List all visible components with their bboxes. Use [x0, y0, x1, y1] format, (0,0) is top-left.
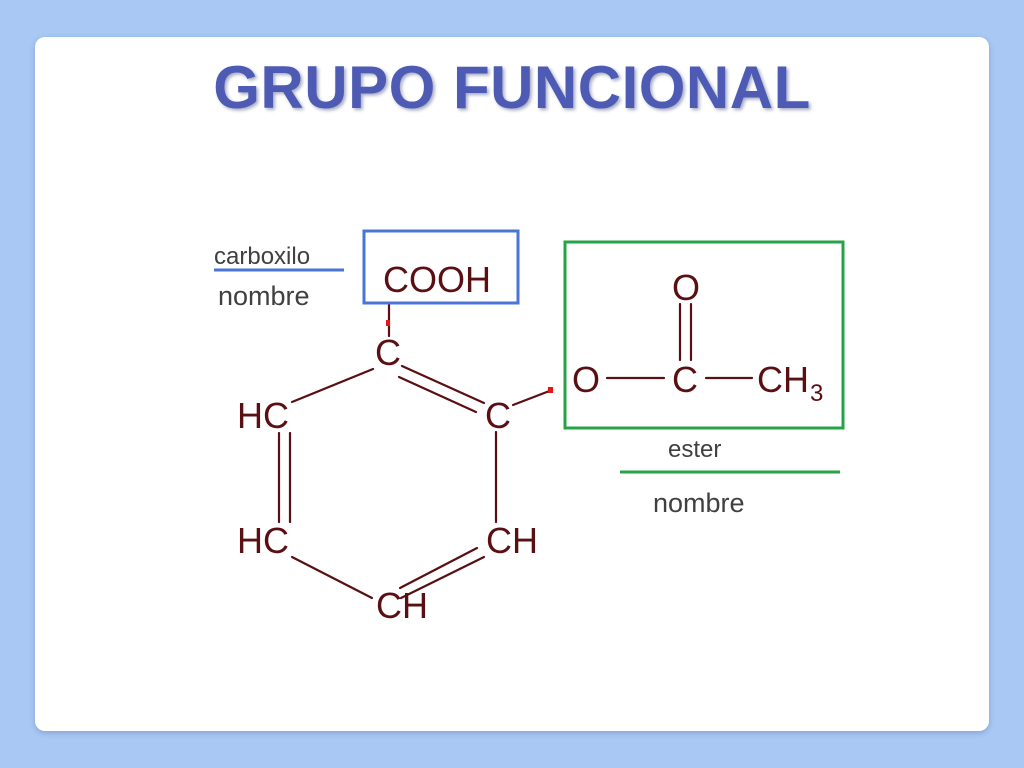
bond-markers: [386, 320, 553, 393]
bond-c2-ester-oxygen: [511, 388, 554, 407]
substituent-bonds: [387, 301, 754, 407]
slide-card: [35, 37, 989, 731]
carboxyl-annotation: carboxilo nombre: [214, 243, 344, 311]
ester-carbon: C: [672, 359, 698, 400]
ester-oxygen-single: O: [572, 359, 600, 400]
methyl-group: CH3: [757, 359, 823, 407]
atom-c1: C: [375, 332, 401, 373]
atom-c5: HC: [237, 520, 289, 561]
bond-c3-c4: [399, 555, 486, 600]
bond-c1-c6: [290, 367, 375, 404]
ring-bonds: [277, 364, 498, 600]
ester-bond-marker: [548, 387, 553, 393]
bond-c1-c2: [400, 364, 486, 405]
methyl-ch: CH: [757, 359, 809, 400]
bond-c1-c2-double: [397, 375, 478, 414]
slide-title: GRUPO FUNCIONAL: [213, 54, 811, 121]
bond-c5-c4: [290, 555, 374, 600]
atom-c2: C: [485, 395, 511, 436]
bond-c3-c4-double: [398, 546, 479, 590]
carboxyl-bond-marker: [386, 320, 390, 326]
ring-atoms: C C CH CH HC HC: [237, 332, 538, 626]
ester-highlight-box: [563, 240, 845, 430]
methyl-subscript: 3: [810, 380, 823, 407]
functional-group-atoms: COOH O C O CH3: [383, 259, 823, 407]
ester-annotation: ester nombre: [620, 436, 840, 518]
ester-group-label: ester: [668, 436, 721, 463]
atom-c3: CH: [486, 520, 538, 561]
ester-name-label: nombre: [653, 488, 745, 518]
carboxyl-formula: COOH: [383, 259, 491, 300]
carboxyl-highlight-box: [362, 229, 520, 305]
ester-oxygen-double: O: [672, 267, 700, 308]
carboxyl-group-label: carboxilo: [214, 243, 310, 270]
carboxyl-name-label: nombre: [218, 281, 310, 311]
atom-c4: CH: [376, 585, 428, 626]
atom-c6: HC: [237, 395, 289, 436]
